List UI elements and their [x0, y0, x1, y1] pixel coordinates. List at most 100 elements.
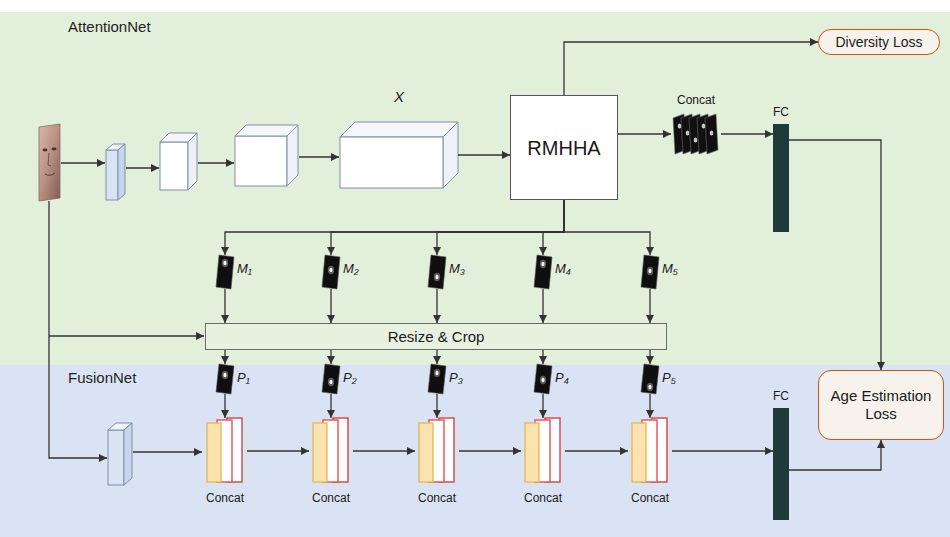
attention-map-image: [428, 255, 446, 289]
connector-arrow: [330, 394, 331, 418]
map-glow: [647, 383, 653, 391]
wire: [126, 167, 159, 168]
cuboid-top: [160, 133, 197, 142]
concat-slab: [525, 423, 539, 482]
connector-arrow: [649, 394, 650, 418]
fc-label: FC: [766, 388, 796, 404]
loss-box: Diversity Loss: [818, 29, 940, 55]
map-node: P₃: [428, 364, 476, 398]
map-label: P₁: [237, 364, 264, 386]
connector-arrow: [565, 450, 628, 451]
attention-map-image: [428, 364, 446, 394]
map-frame: [322, 364, 340, 394]
map-node: P₄: [534, 364, 582, 398]
concat-label: Concat: [415, 418, 459, 506]
connector-arrow: [564, 42, 818, 95]
cuboid-front: [340, 137, 443, 188]
wire: [133, 451, 202, 452]
map-label: M₂: [343, 255, 370, 277]
concat-slab: [313, 423, 327, 482]
band-title: AttentionNet: [68, 18, 151, 36]
fc-node: FC: [766, 388, 796, 520]
attention-spot: [678, 123, 682, 128]
connector-arrow: [542, 350, 543, 364]
map-node: M₃: [428, 255, 476, 293]
wire: [299, 156, 339, 157]
connector-arrow: [224, 350, 225, 364]
map-node: P₅: [641, 364, 689, 398]
map-label: M₅: [662, 255, 689, 277]
concat-block: [203, 418, 247, 484]
band-title: FusionNet: [68, 369, 136, 387]
connector-arrow: [437, 200, 564, 255]
connector-arrow: [789, 440, 881, 470]
map-spot: [329, 380, 332, 384]
cuboid-top: [108, 423, 132, 430]
concat-label: Concat: [521, 418, 565, 506]
connector-arrow: [542, 289, 543, 323]
wire: [198, 162, 234, 163]
map-spot: [541, 262, 544, 266]
fc-layer-bar: [773, 408, 789, 520]
cuboid-front: [160, 142, 188, 190]
map-glow: [328, 266, 334, 274]
fc-layer-bar: [773, 124, 789, 232]
map-spot: [541, 378, 544, 382]
map-frame: [534, 364, 552, 394]
connector-arrow: [331, 200, 564, 255]
band-node: FusionNetP₁P₂P₃P₄P₅ConcatConcatConcatCon…: [0, 365, 950, 537]
fc-node: FC: [766, 104, 796, 232]
connector-arrow: [436, 394, 437, 418]
face-eye: [43, 149, 48, 152]
map-node: M₅: [641, 255, 689, 293]
connector-arrow: [436, 350, 437, 364]
map-glow: [434, 273, 440, 281]
box-label: Age Estimation Loss: [823, 387, 939, 423]
connector-arrow: [649, 289, 650, 323]
attention-map: [705, 114, 718, 154]
map-glow: [540, 260, 546, 268]
connector-arrow: [247, 450, 309, 451]
face-eye: [52, 148, 57, 151]
feature-cuboid: [340, 122, 458, 188]
module-box: RMHHA: [510, 95, 618, 200]
attention-map-image: [322, 255, 340, 289]
cuboid-front: [235, 136, 287, 186]
wire: [49, 201, 107, 458]
cuboid-top: [340, 122, 458, 137]
face-mouth: [45, 173, 55, 175]
map-label: P₅: [662, 364, 689, 386]
connector-arrow: [672, 450, 773, 451]
map-frame: [428, 364, 446, 394]
attention-map-image: [641, 364, 659, 394]
concat-slab: [419, 423, 433, 482]
concat-label: Concat: [203, 418, 247, 506]
map-label: P₂: [343, 364, 370, 386]
attention-spot: [710, 130, 714, 135]
map-frame: [216, 255, 234, 289]
face-image: [39, 124, 60, 201]
map-glow: [222, 371, 228, 379]
attention-map-stack: [671, 114, 721, 154]
connector-arrow: [459, 450, 521, 451]
attention-spot: [702, 123, 706, 128]
cuboid-side: [443, 122, 458, 188]
concat-slab: [632, 423, 646, 482]
map-spot: [329, 268, 332, 272]
map-spot: [223, 261, 226, 265]
backbone-cuboids: [106, 125, 298, 485]
map-node: P₂: [322, 364, 370, 398]
box-label: RMHHA: [527, 136, 600, 160]
map-label: P₃: [449, 364, 476, 386]
concat-node: Concat: [203, 418, 247, 518]
connector-arrow: [225, 200, 564, 255]
attention-map-image: [534, 364, 552, 394]
attention-map-image: [216, 364, 234, 394]
connector-arrow: [330, 289, 331, 323]
map-label: M₄: [555, 255, 582, 277]
cuboid-top: [235, 125, 298, 136]
map-node: P₁: [216, 364, 264, 398]
